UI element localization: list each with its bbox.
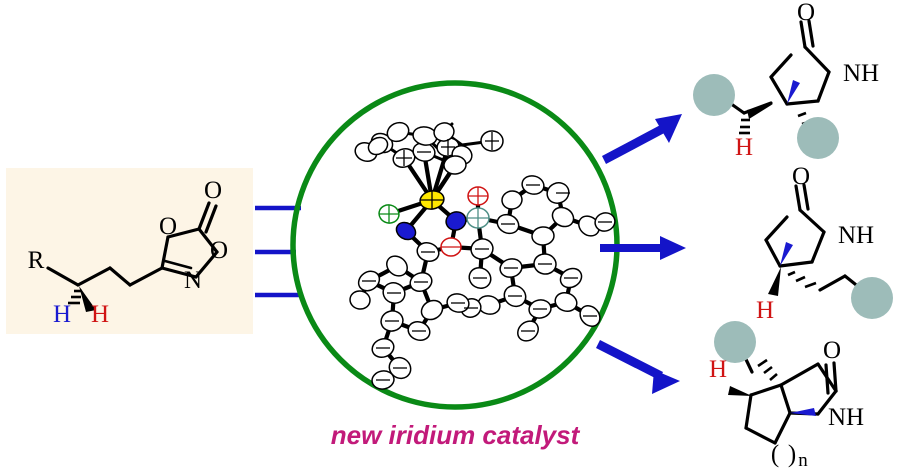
product-middle-blue-wedge	[780, 242, 793, 266]
product-bottom-label-paren-close: )	[788, 441, 796, 468]
product-bottom-label-n: n	[798, 450, 808, 471]
product-top-wedge-bond	[747, 104, 773, 119]
product-top-label-nh: NH	[843, 60, 879, 87]
ortep-atom-nitrogen-2	[445, 211, 467, 231]
product-bottom-structure	[740, 349, 838, 445]
catalyst-caption: new iridium catalyst	[331, 420, 581, 450]
substrate-label-o-carbonyl: O	[204, 177, 222, 204]
product-middle-blob	[851, 277, 893, 319]
product-bottom-hash-to-ch2	[757, 358, 778, 381]
ortep-cp-carbons	[354, 121, 504, 175]
ortep-atom-nitrogen-1	[395, 221, 417, 241]
substrate-panel	[6, 168, 253, 334]
arrow-to-product-bottom	[596, 340, 680, 394]
product-middle-label-h: H	[756, 297, 774, 324]
product-bottom-label-h: H	[709, 356, 727, 383]
arrow-to-product-top	[602, 114, 682, 164]
product-top-blob-1	[693, 74, 735, 116]
product-top-label-h: H	[735, 134, 753, 161]
substrate-label-h-blue: H	[53, 301, 71, 328]
product-bottom-blue-wedge	[790, 408, 816, 416]
ortep-ellipsoid-octants	[362, 132, 612, 381]
product-middle-hash-bond	[787, 270, 817, 289]
product-top-blue-wedge	[787, 80, 800, 104]
product-middle-label-o: O	[792, 163, 810, 190]
wedge-bond-to-h	[79, 286, 96, 312]
product-top-hash-to-h	[739, 118, 750, 135]
product-middle-wedge-to-h	[768, 267, 781, 296]
substrate-label-o-ring1: O	[159, 213, 177, 240]
product-bottom-label-o: O	[823, 337, 841, 364]
product-bottom-label-paren-open: (	[771, 441, 779, 468]
product-bottom-wedge-to-h	[728, 386, 752, 396]
product-top-blob-2	[797, 117, 839, 159]
substrate-structure	[46, 201, 219, 312]
product-bottom-label-nh: NH	[828, 404, 864, 431]
substrate-label-h-red: H	[91, 301, 109, 328]
product-bottom-blob	[714, 321, 756, 363]
substrate-label-o-ring2: O	[210, 237, 228, 264]
product-middle-label-nh: NH	[838, 222, 874, 249]
substrate-label-r: R	[28, 247, 45, 274]
product-top-label-o: O	[797, 0, 815, 26]
substrate-label-n-ring: N	[184, 267, 202, 294]
ortep-structure	[349, 121, 616, 390]
arrow-to-product-middle	[600, 236, 686, 260]
